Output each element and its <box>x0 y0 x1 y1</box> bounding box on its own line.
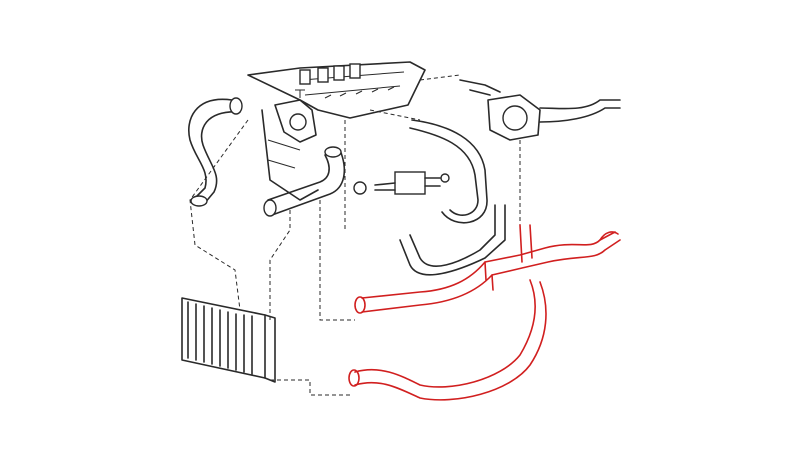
lower-radiator-hose <box>263 146 346 217</box>
radiator <box>181 297 276 383</box>
heater-valve <box>353 171 450 195</box>
highlighted-heater-hose-assembly <box>348 224 621 401</box>
upper-radiator-hose <box>188 97 243 207</box>
throttle-body <box>459 79 621 141</box>
engine-block <box>247 61 426 201</box>
bypass-hose <box>399 119 506 276</box>
leader-lines <box>189 74 521 396</box>
thermostat-housing <box>274 89 317 143</box>
